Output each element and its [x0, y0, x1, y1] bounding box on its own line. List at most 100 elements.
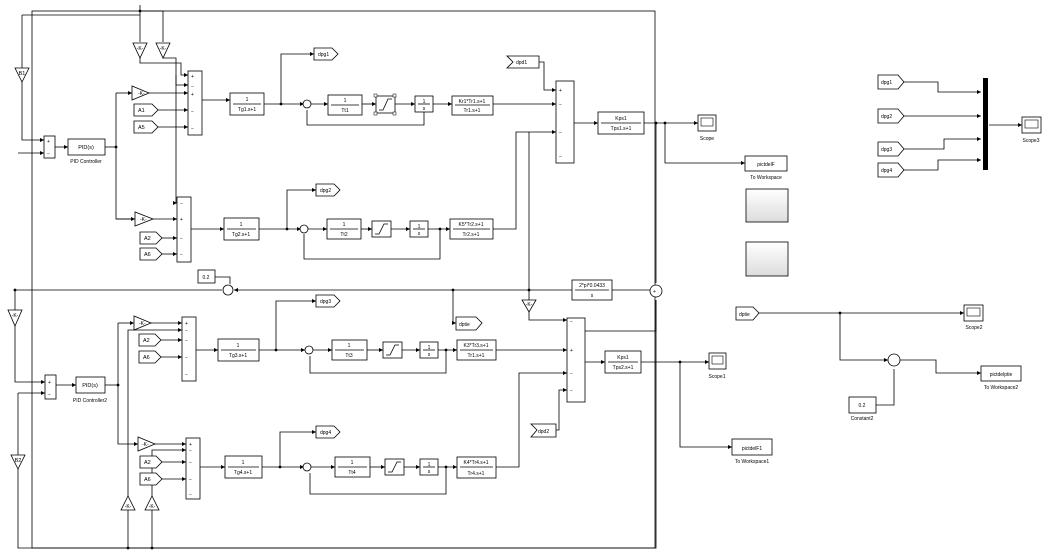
svg-text:0.2: 0.2: [859, 403, 866, 409]
sum-circle-row1[interactable]: [302, 99, 312, 109]
svg-text:Tr4.s+1: Tr4.s+1: [468, 471, 485, 477]
goto-dpg3[interactable]: dpg3: [315, 294, 341, 308]
sum-circle-dptie[interactable]: [887, 353, 901, 367]
scope3[interactable]: Scope3: [1021, 116, 1042, 144]
const-02[interactable]: 0.2: [197, 269, 216, 284]
saturation-row3[interactable]: [382, 341, 403, 359]
from-dptie-right[interactable]: dptie: [735, 306, 760, 321]
scope[interactable]: Scope: [697, 114, 717, 142]
transfer-fn-tg1[interactable]: 1 Tg1.s+1: [229, 92, 265, 116]
transfer-fn-tt3[interactable]: 1 Tt3: [331, 339, 368, 361]
sum-circle-row2[interactable]: [299, 224, 309, 234]
scope1[interactable]: Scope1: [709, 352, 727, 380]
transfer-fn-kr3[interactable]: K3*Tr3.s+1 Tr1.s+1: [456, 339, 497, 361]
transfer-fn-tg2[interactable]: 1 Tg2.s+1: [223, 217, 260, 241]
const-a2-row4[interactable]: A2: [139, 455, 163, 469]
svg-text:Scope2: Scope2: [966, 325, 983, 331]
svg-text:dpd2: dpd2: [538, 429, 549, 435]
to-workspace-pictdelptie[interactable]: pictdelptie To Workspace2: [980, 365, 1022, 391]
transfer-fn-kr4[interactable]: K4*Tr4.s+1 Tr4.s+1: [456, 456, 497, 479]
svg-text:dpd1: dpd1: [516, 60, 527, 66]
svg-text:A6: A6: [143, 355, 150, 361]
sum-pid2[interactable]: +−: [44, 374, 57, 400]
svg-text:pictdelF: pictdelF: [757, 162, 775, 168]
svg-text:dpg3: dpg3: [320, 299, 331, 305]
sum-row3[interactable]: +− −− −: [181, 316, 197, 382]
gain-b2[interactable]: B2: [10, 454, 26, 470]
sum-area1[interactable]: +− −−: [555, 80, 575, 164]
transfer-fn-kr1[interactable]: Kr1*Tr1.s+1 Tr1.s+1: [451, 95, 494, 116]
to-workspace-pictdelf1[interactable]: pictdelF1 To Workspace1: [731, 438, 773, 465]
goto-dpg4[interactable]: dpg4: [315, 425, 341, 439]
saturation-row2[interactable]: [371, 220, 392, 238]
integrator-row4[interactable]: 1 s: [419, 458, 439, 476]
const-a1[interactable]: A1: [133, 103, 159, 117]
const-a6-row4[interactable]: A6: [139, 472, 163, 486]
svg-text:1: 1: [344, 98, 347, 104]
from-dpd1[interactable]: dpd1: [506, 55, 540, 69]
sum-row1[interactable]: +− +− −: [187, 70, 203, 136]
sum-circle-area[interactable]: +: [649, 284, 663, 298]
sum-pid1[interactable]: +−: [43, 135, 56, 159]
constant2[interactable]: 0.2 Constant2: [848, 396, 877, 422]
mux-bar[interactable]: [983, 78, 988, 170]
gain-k-left[interactable]: -K-: [7, 309, 23, 327]
saturation-row1[interactable]: [373, 93, 397, 116]
goto-dpg1[interactable]: dpg1: [313, 47, 339, 61]
transfer-fn-tg3[interactable]: 1 Tg3.s+1: [217, 338, 260, 362]
pid-controller-1[interactable]: PID(s) PID Controller: [67, 138, 106, 165]
from-dpg1[interactable]: dpg1: [877, 74, 905, 90]
from-dpg2[interactable]: dpg2: [877, 108, 905, 124]
svg-text:PID Controller: PID Controller: [70, 159, 102, 165]
from-dpg3[interactable]: dpg3: [877, 141, 905, 157]
scope2[interactable]: Scope2: [963, 304, 984, 331]
sum-row2[interactable]: −+ −−: [176, 196, 192, 263]
empty-block-1[interactable]: [745, 188, 789, 223]
const-a6-row2[interactable]: A6: [139, 247, 163, 261]
integrator-row1[interactable]: 1 s: [414, 95, 434, 113]
from-dpg4[interactable]: dpg4: [877, 162, 905, 178]
transfer-fn-kps2[interactable]: Kps1 Tps2.s+1: [604, 350, 642, 374]
sum-circle-row3[interactable]: [304, 345, 314, 355]
gain-k-bottom-1[interactable]: -K-: [120, 495, 136, 511]
const-a5[interactable]: A5: [133, 120, 159, 134]
sum-area2[interactable]: −+ −−: [566, 317, 586, 403]
to-workspace-pictdelf[interactable]: pictdelF To Workspace: [744, 155, 788, 181]
svg-text:Tt2: Tt2: [340, 232, 347, 238]
gain-k-top-2[interactable]: -K-: [155, 42, 171, 59]
sum-circle-row4[interactable]: [302, 462, 312, 472]
gain-b1[interactable]: B1: [14, 67, 30, 83]
svg-text:B1: B1: [19, 71, 26, 77]
svg-text:−: −: [191, 84, 194, 90]
transfer-fn-kps1[interactable]: Kps1 Tps1.s+1: [597, 111, 645, 135]
gain-k-bottom-2[interactable]: -K-: [144, 495, 160, 511]
transfer-fn-tg4[interactable]: 1 Tg4.s+1: [224, 455, 263, 479]
goto-dpg2[interactable]: dpg2: [315, 183, 341, 197]
gain-k-row4[interactable]: -K-: [137, 436, 157, 452]
empty-block-2[interactable]: [745, 241, 789, 277]
gain-k-row1[interactable]: -K-: [131, 85, 151, 101]
transfer-fn-tie[interactable]: 2*pi*0.0433 s: [571, 279, 613, 301]
gain-k-tie[interactable]: -K-: [521, 299, 537, 313]
transfer-fn-kr2[interactable]: K5*Tr2.s+1 Tr2.s+1: [449, 218, 494, 240]
const-a2-row3[interactable]: A2: [138, 333, 162, 347]
gain-k-row2[interactable]: -K-: [134, 211, 155, 227]
goto-dptie-left[interactable]: dptie: [455, 316, 483, 331]
transfer-fn-tt4[interactable]: 1 Tt4: [334, 456, 371, 478]
pid-controller-2[interactable]: PID(s) PID Controller2: [73, 376, 107, 404]
integrator-row3[interactable]: 1 s: [419, 341, 439, 359]
from-dpd2[interactable]: dpd2: [530, 423, 557, 438]
svg-text:−: −: [570, 319, 573, 325]
gain-k-row3[interactable]: -K-: [133, 315, 153, 331]
integrator-row2[interactable]: 1 s: [409, 220, 429, 238]
transfer-fn-tt2[interactable]: 1 Tt2: [326, 218, 362, 240]
transfer-fn-tt1[interactable]: 1 Tt1: [327, 94, 363, 116]
saturation-row4[interactable]: [384, 458, 405, 476]
sum-row4[interactable]: +− −− −: [185, 437, 201, 500]
gain-k-top-1[interactable]: -K-: [132, 42, 148, 59]
sum-circle-tie[interactable]: [222, 284, 234, 296]
svg-text:-K-: -K-: [139, 321, 146, 327]
svg-text:dpg2: dpg2: [320, 188, 331, 194]
const-a2-row2[interactable]: A2: [139, 231, 163, 245]
const-a6-row3[interactable]: A6: [138, 350, 162, 364]
